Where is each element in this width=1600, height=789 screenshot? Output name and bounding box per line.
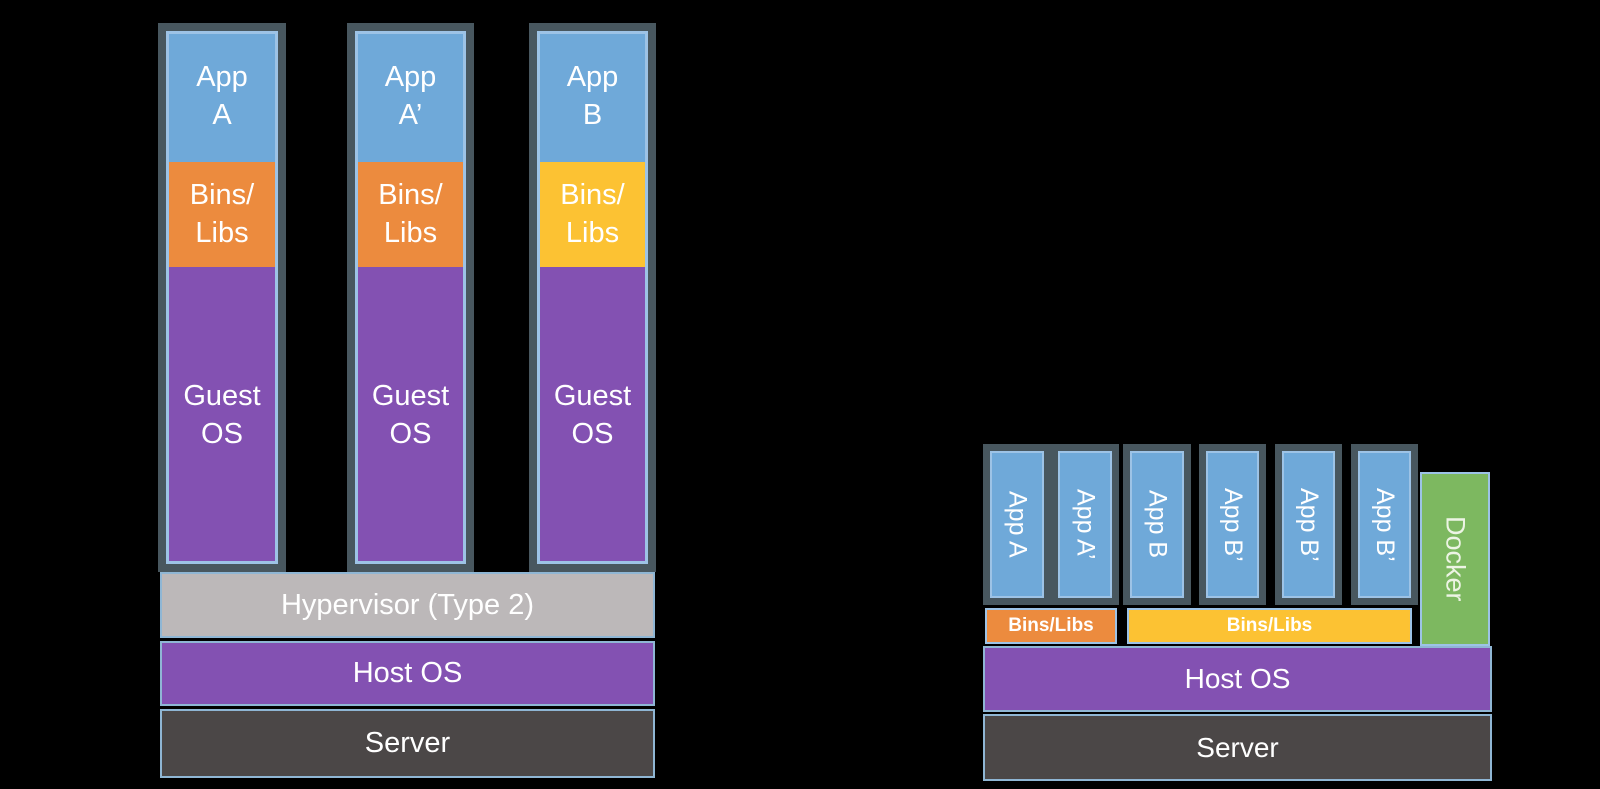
bins-libs-label: Bins/ Libs <box>378 178 443 249</box>
container-app-label: App A’ <box>1071 489 1100 560</box>
bins-libs-layer: Bins/ Libs <box>166 162 278 267</box>
container-column-app-a: App A <box>983 444 1051 605</box>
host-os-bar: Host OS <box>983 646 1492 712</box>
server-label: Server <box>364 727 451 759</box>
container-app-label: App B’ <box>1371 487 1399 562</box>
app-layer-label: App A’ <box>384 60 437 131</box>
app-layer-label: App A <box>196 60 248 131</box>
bins-libs-label: Bins/ Libs <box>560 178 625 249</box>
container-column-app-b-prime-1: App B’ <box>1199 444 1266 605</box>
app-layer: App A <box>166 31 278 162</box>
guest-os-label: Guest OS <box>371 379 450 450</box>
host-os-label: Host OS <box>1184 663 1291 694</box>
container-column-app-a-prime: App A’ <box>1051 444 1119 605</box>
bins-libs-layer: Bins/ Libs <box>537 162 648 267</box>
docker-layer: Docker <box>1420 472 1490 646</box>
vm-column-stack: App A Bins/ Libs Guest OS <box>166 31 278 564</box>
bins-libs-label: Bins/ Libs <box>189 178 255 249</box>
app-layer: App B <box>537 31 648 162</box>
hypervisor-bar: Hypervisor (Type 2) <box>160 572 655 638</box>
docker-label: Docker <box>1440 516 1471 602</box>
server-bar: Server <box>983 714 1492 781</box>
bins-libs-label: Bins/Libs <box>1008 615 1094 636</box>
container-app-label: App A <box>1003 491 1032 558</box>
guest-os-layer: Guest OS <box>166 267 278 564</box>
vm-column-app-a-prime: App A’ Bins/ Libs Guest OS <box>347 23 474 572</box>
container-column-app-b-prime-3: App B’ <box>1351 444 1418 605</box>
guest-os-layer: Guest OS <box>537 267 648 564</box>
guest-os-label: Guest OS <box>553 379 632 450</box>
container-app-label: App B’ <box>1295 487 1323 562</box>
host-os-label: Host OS <box>352 657 463 689</box>
guest-os-layer: Guest OS <box>355 267 466 564</box>
vm-column-stack: App A’ Bins/ Libs Guest OS <box>355 31 466 564</box>
server-label: Server <box>1196 731 1279 763</box>
app-layer-label: App B <box>566 60 619 131</box>
host-os-bar: Host OS <box>160 641 655 706</box>
guest-os-label: Guest OS <box>183 379 261 450</box>
bins-libs-layer: Bins/ Libs <box>355 162 466 267</box>
bins-libs-bar-a: Bins/Libs <box>985 608 1117 644</box>
vm-column-app-b: App B Bins/ Libs Guest OS <box>529 23 656 572</box>
bins-libs-bar-b: Bins/Libs <box>1127 608 1412 644</box>
vm-column-stack: App B Bins/ Libs Guest OS <box>537 31 648 564</box>
container-app-label: App B <box>1143 490 1172 559</box>
vm-column-app-a: App A Bins/ Libs Guest OS <box>158 23 286 572</box>
app-layer: App A’ <box>355 31 466 162</box>
hypervisor-label: Hypervisor (Type 2) <box>280 588 534 621</box>
server-bar: Server <box>160 709 655 778</box>
container-app-label: App B’ <box>1219 487 1247 562</box>
bins-libs-label: Bins/Libs <box>1226 615 1313 636</box>
container-column-app-b: App B <box>1123 444 1191 605</box>
container-column-app-b-prime-2: App B’ <box>1275 444 1342 605</box>
